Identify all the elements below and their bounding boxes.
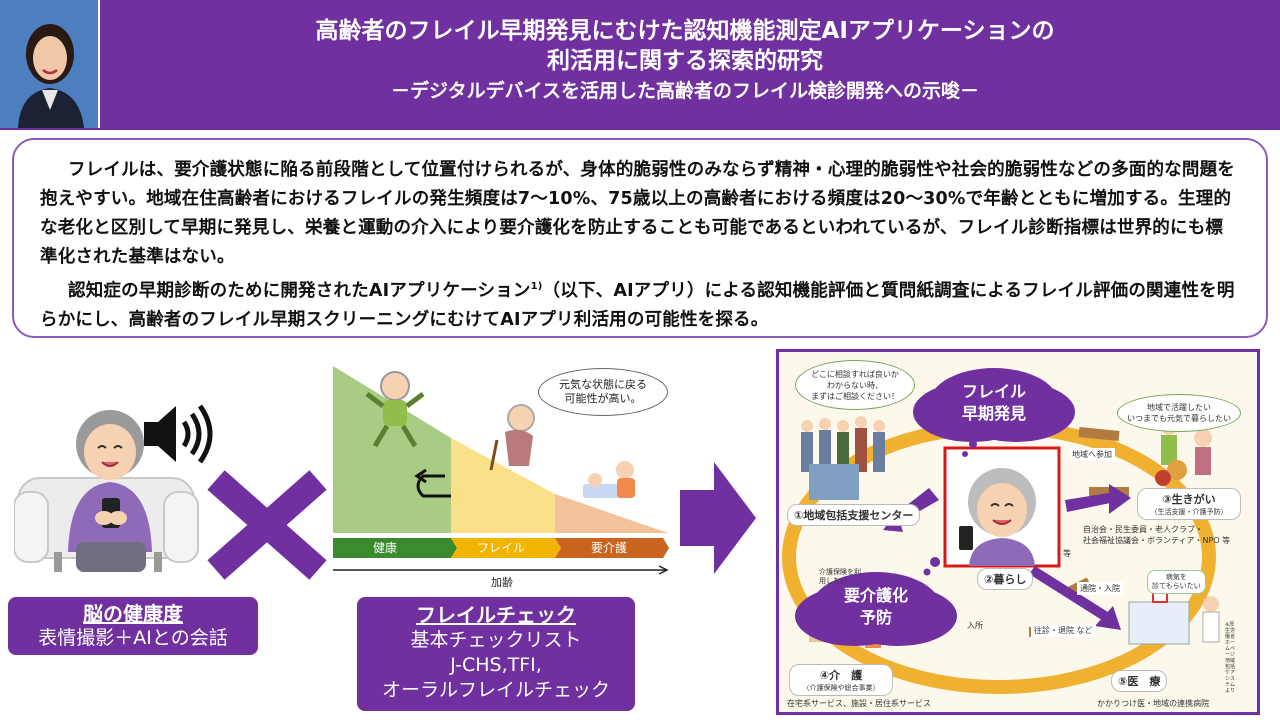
- source-credit: ※厚生労働省ホームページ 地域包括ケアシステムより: [1225, 622, 1236, 694]
- frailty-check-line-2: J-CHS,TFI,: [450, 654, 542, 676]
- nursing-care-sub: （介護保険や総合事業）: [802, 684, 880, 692]
- frailty-progression-chart: 健康 フレイル 要介護 加齢 元気な状態に戻る 可能性が高い。: [333, 366, 673, 591]
- author-photo: [0, 0, 100, 128]
- medical-note: かかりつけ医・地域の連携病院: [1097, 699, 1210, 708]
- purpose-note-line2: 社会福祉協議会・ボランティア・NPO 等: [1083, 536, 1231, 545]
- stage-care-label: 要介護: [591, 541, 628, 555]
- etc-tag: 等: [1063, 549, 1071, 558]
- consult-bubble-line2: わからない時、: [827, 381, 883, 390]
- header-banner: 高齢者のフレイル早期発見にむけた認知機能測定AIアプリケーションの 利活用に関す…: [0, 0, 1280, 130]
- frailty-check-line-1: 基本チェックリスト: [410, 629, 582, 651]
- home-visit-tag: 往診・退院 など: [1031, 624, 1096, 637]
- active-bubble-line1: 地域で活躍したい: [1147, 403, 1211, 412]
- purpose-note: 自治会・民生委員・老人クラブ・ 社会福祉協議会・ボランティア・NPO 等: [1083, 524, 1230, 546]
- abstract-paragraph-2: 認知症の早期診断のために開発されたAIアプリケーション1)（以下、AIアプリ）に…: [40, 272, 1240, 335]
- nursing-care-note: 在宅系サービス、施設・居住系サービス: [787, 699, 931, 708]
- abstract-paragraph-1: フレイルは、要介護状態に陥る前段階として位置付けられるが、身体的脆弱性のみならず…: [40, 160, 1235, 267]
- medical-label: ⑤医 療: [1111, 670, 1168, 692]
- brain-health-box: 脳の健康度 表情撮影＋AIとの会話: [8, 597, 258, 655]
- aging-axis-label: 加齢: [491, 576, 513, 589]
- elderly-phone-illustration: [13, 392, 214, 582]
- nursing-care-label: ④介 護 （介護保険や総合事業）: [789, 664, 893, 696]
- recovery-bubble-line2: 可能性が高い。: [564, 392, 642, 405]
- consult-bubble-line1: どこに相談すれば良いか: [811, 370, 899, 379]
- purpose-title: ③生きがい: [1162, 493, 1216, 506]
- recovery-bubble: 元気な状態に戻る 可能性が高い。: [538, 368, 668, 416]
- poster-title: 高齢者のフレイル早期発見にむけた認知機能測定AIアプリケーションの 利活用に関す…: [110, 16, 1260, 104]
- multiply-cross-icon: [206, 470, 328, 580]
- center-support-label: ①地域包括支援センター: [787, 504, 921, 526]
- frailty-check-box: フレイルチェック 基本チェックリスト J-CHS,TFI, オーラルフレイルチェ…: [357, 597, 635, 711]
- subtitle: －デジタルデバイスを活用した高齢者のフレイル検診開発への示唆－: [390, 80, 980, 102]
- early-detection-line1: フレイル: [961, 382, 1026, 401]
- abstract-para2-a: 認知症の早期診断のために開発されたAIアプリケーション: [68, 280, 531, 301]
- purpose-sub: （生活支援・介護予防）: [1150, 508, 1228, 516]
- care-prevention-cloud: 要介護化 予防: [811, 572, 941, 644]
- frailty-check-line-3: オーラルフレイルチェック: [381, 679, 610, 701]
- brain-health-sub: 表情撮影＋AIとの会話: [38, 627, 228, 649]
- recovery-bubble-line1: 元気な状態に戻る: [559, 378, 647, 391]
- early-detection-line2: 早期発見: [961, 404, 1026, 423]
- community-care-diagram: どこに相談すれば良いか わからない時、 まずはご相談ください！ 地域で活躍したい…: [776, 349, 1260, 715]
- stage-healthy-label: 健康: [373, 541, 398, 555]
- sick-tag-line1: 病気を: [1165, 573, 1187, 581]
- sick-tag-line2: 診てもらいたい: [1152, 582, 1201, 590]
- purpose-note-line1: 自治会・民生委員・老人クラブ・: [1083, 525, 1203, 534]
- purpose-label: ③生きがい （生活支援・介護予防）: [1137, 488, 1241, 520]
- early-detection-cloud: フレイル 早期発見: [929, 368, 1059, 440]
- care-insurance-tag: 介護保険を利用したい: [819, 568, 861, 585]
- consult-bubble: どこに相談すれば良いか わからない時、 まずはご相談ください！: [795, 360, 915, 410]
- community-join-tag: 地域へ参加: [1069, 448, 1115, 461]
- daily-life-label: ②暮らし: [977, 568, 1034, 590]
- title-line-1: 高齢者のフレイル早期発見にむけた認知機能測定AIアプリケーションの: [315, 18, 1055, 44]
- admission-tag: 入所: [967, 621, 983, 630]
- hospital-visit-tag: 通院・入院: [1077, 582, 1123, 595]
- title-line-2: 利活用に関する探索的研究: [547, 48, 823, 74]
- brain-health-title: 脳の健康度: [83, 602, 183, 626]
- right-arrow-icon: [680, 462, 756, 574]
- speaker-icon: [140, 400, 220, 468]
- active-bubble-line2: いつまでも元気で暮らしたい: [1127, 414, 1231, 423]
- abstract-para2-b: （以下、AIアプリ）による認知機能評価と質問紙調査によるフレイル評価の関連性を明…: [40, 280, 1235, 330]
- reference-sup: 1): [530, 281, 543, 292]
- sick-tag: 病気を 診てもらいたい: [1147, 570, 1206, 594]
- consult-bubble-line3: まずはご相談ください！: [811, 392, 899, 401]
- care-prevention-line2: 予防: [859, 608, 892, 627]
- active-bubble: 地域で活躍したい いつまでも元気で暮らしたい: [1117, 394, 1241, 432]
- nursing-care-title: ④介 護: [819, 669, 863, 682]
- care-prevention-line1: 要介護化: [843, 586, 908, 605]
- stage-frail-label: フレイル: [477, 541, 526, 555]
- frailty-check-title: フレイルチェック: [416, 603, 576, 627]
- abstract-box: フレイルは、要介護状態に陥る前段階として位置付けられるが、身体的脆弱性のみならず…: [12, 138, 1268, 338]
